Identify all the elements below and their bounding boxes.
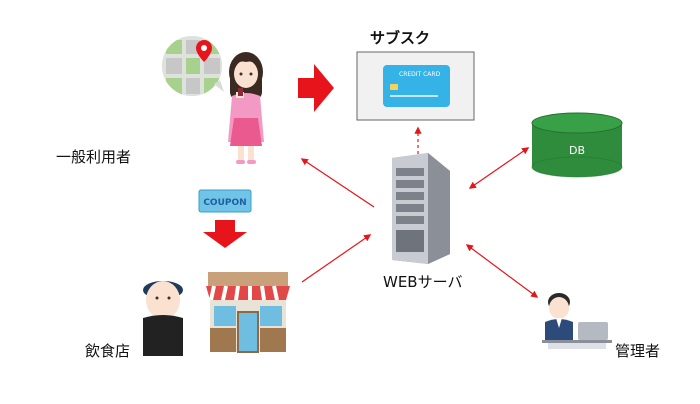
- woman-user-icon: [228, 52, 264, 164]
- coupon-icon: COUPON: [198, 189, 252, 213]
- web-server-icon: [392, 153, 450, 264]
- restaurant-label: 飲食店: [85, 342, 131, 360]
- arrow-server-to-user: [300, 158, 375, 208]
- credit-card-icon: CREDIT CARD: [383, 65, 450, 107]
- arrow-server-admin: [465, 244, 539, 298]
- general-user-label: 一般利用者: [56, 148, 132, 166]
- flow-arrow-down-icon: [203, 220, 247, 248]
- arrow-restaurant-to-server: [301, 234, 372, 283]
- admin-label: 管理者: [615, 342, 661, 360]
- coupon-text: COUPON: [203, 198, 246, 208]
- db-label: DB: [569, 144, 585, 157]
- database-icon: [531, 112, 623, 178]
- restaurant-staff-icon: [143, 281, 183, 356]
- admin-icon: [542, 293, 612, 349]
- web-server-label: WEBサーバ: [383, 273, 463, 291]
- subscription-label: サブスク: [370, 29, 431, 47]
- map-icon: [162, 36, 224, 96]
- card-text: CREDIT CARD: [399, 71, 441, 78]
- flow-arrow-right-icon: [298, 64, 334, 112]
- arrow-server-db: [468, 147, 530, 189]
- restaurant-shop-icon: [206, 272, 290, 353]
